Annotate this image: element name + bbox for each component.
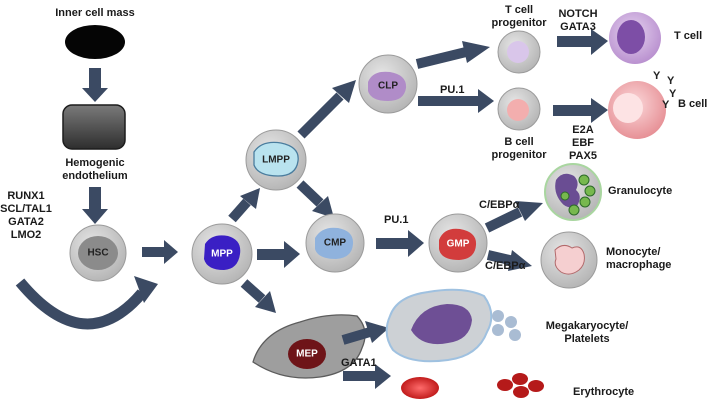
gmp-cell xyxy=(428,213,488,273)
notch-label: NOTCH xyxy=(558,8,598,20)
arrow-clp-to-b-progenitor xyxy=(418,89,494,113)
cmp-cell xyxy=(305,213,365,273)
arrow-gmp-to-granulocyte xyxy=(484,201,543,233)
t-cell xyxy=(609,12,661,64)
arrow-clp-to-t-progenitor xyxy=(415,41,490,69)
arrow-gmp-to-monocyte xyxy=(486,250,532,271)
granulocyte-cell xyxy=(544,163,602,221)
arrow-hemogenic-to-hsc xyxy=(82,187,108,224)
monocyte-label: Monocyte/ macrophage xyxy=(606,246,671,272)
arrow-hsc-to-mpp xyxy=(142,240,178,264)
arrow-mep-to-megakaryocyte xyxy=(341,321,389,345)
pax5-label: PAX5 xyxy=(569,150,597,162)
clp-cell xyxy=(358,54,418,114)
svg-text:Y: Y xyxy=(662,99,670,111)
b-cell: Y Y Y Y xyxy=(608,70,677,139)
arrow-t-progenitor-to-t-cell xyxy=(557,29,608,55)
inner-cell-mass-label: Inner cell mass xyxy=(55,7,135,19)
lmpp-cell xyxy=(245,129,307,191)
tf-lmo2: LMO2 xyxy=(10,229,42,241)
arrow-cmp-to-gmp xyxy=(376,230,424,257)
tf-scl-tal1: SCL/TAL1 xyxy=(0,203,52,215)
megakaryocyte-label-line1: Megakaryocyte/ xyxy=(545,320,629,332)
transcription-factors-hsc: RUNX1 SCL/TAL1 GATA2 LMO2 xyxy=(0,190,52,242)
mep-label: MEP xyxy=(296,348,318,360)
arrow-lmpp-to-clp xyxy=(297,80,356,139)
b-cell-progenitor-label: B cell progenitor xyxy=(484,136,554,162)
b-cell-label: B cell xyxy=(678,98,708,110)
hsc-cell xyxy=(69,224,127,282)
hemogenic-label-line2: endothelium xyxy=(62,170,128,182)
t-prog-label-line2: progenitor xyxy=(491,17,547,29)
pu1-myeloid-label: PU.1 xyxy=(384,214,409,226)
platelets-cluster xyxy=(492,310,521,341)
granulocyte-label: Granulocyte xyxy=(608,185,673,197)
arrow-icm-to-hemogenic xyxy=(82,68,108,102)
clp-label: CLP xyxy=(378,80,398,92)
svg-text:Y: Y xyxy=(669,88,677,100)
erythrocyte-single xyxy=(401,377,439,399)
cebpa-granulocyte-label: C/EBPα xyxy=(479,199,520,211)
erythrocyte-label: Erythrocyte xyxy=(573,386,635,398)
b-prog-label-line2: progenitor xyxy=(491,149,547,161)
hemogenic-endothelium-cell xyxy=(62,104,126,150)
cmp-label: CMP xyxy=(323,237,347,249)
gata3-label: GATA3 xyxy=(560,21,596,33)
gmp-label: GMP xyxy=(446,238,470,250)
arrow-mep-to-erythrocyte xyxy=(343,364,391,389)
erythrocyte-cluster xyxy=(497,373,544,398)
tf-runx1: RUNX1 xyxy=(7,190,45,202)
b-cell-tf-label: E2A EBF PAX5 xyxy=(565,124,601,163)
gata1-label: GATA1 xyxy=(341,357,377,369)
arrow-lmpp-to-cmp xyxy=(296,180,334,218)
t-cell-progenitor-label: T cell progenitor xyxy=(484,4,554,30)
b-cell-receptor-icons: Y xyxy=(653,70,661,82)
pu1-lymphoid-label: PU.1 xyxy=(440,84,465,96)
arrow-mpp-to-mep xyxy=(240,279,276,313)
e2a-label: E2A xyxy=(572,124,594,136)
arrow-mpp-to-lmpp xyxy=(228,188,260,223)
mpp-cell xyxy=(191,223,253,285)
inner-cell-mass-cell xyxy=(65,25,125,59)
megakaryocyte-cell xyxy=(385,288,493,363)
b-prog-label-line1: B cell xyxy=(504,136,534,148)
megakaryocyte-label-line2: Platelets xyxy=(564,333,610,345)
svg-text:Y: Y xyxy=(667,75,675,87)
cebpa-monocyte-label: C/EBPα xyxy=(485,260,526,272)
tf-gata2: GATA2 xyxy=(8,216,44,228)
self-renewal-arrow xyxy=(15,276,158,330)
notch-gata3-label: NOTCH GATA3 xyxy=(552,8,604,34)
monocyte-label-line2: macrophage xyxy=(606,259,672,271)
mpp-label: MPP xyxy=(211,248,233,260)
monocyte-label-line1: Monocyte/ xyxy=(606,246,661,258)
arrow-b-progenitor-to-b-cell xyxy=(553,98,608,123)
monocyte-cell xyxy=(540,231,598,289)
t-cell-progenitor xyxy=(497,30,541,74)
ebf-label: EBF xyxy=(572,137,594,149)
hsc-label: HSC xyxy=(87,247,109,259)
t-prog-label-line1: T cell xyxy=(504,4,534,16)
mep-cell xyxy=(252,314,366,379)
hemogenic-label-line1: Hemogenic xyxy=(65,157,125,169)
lmpp-label: LMPP xyxy=(262,154,290,166)
hemogenic-endothelium-label: Hemogenic endothelium xyxy=(45,157,145,183)
megakaryocyte-label: Megakaryocyte/ Platelets xyxy=(532,320,642,346)
arrow-mpp-to-cmp xyxy=(257,241,300,268)
b-cell-progenitor xyxy=(497,87,541,131)
t-cell-label: T cell xyxy=(674,30,703,42)
